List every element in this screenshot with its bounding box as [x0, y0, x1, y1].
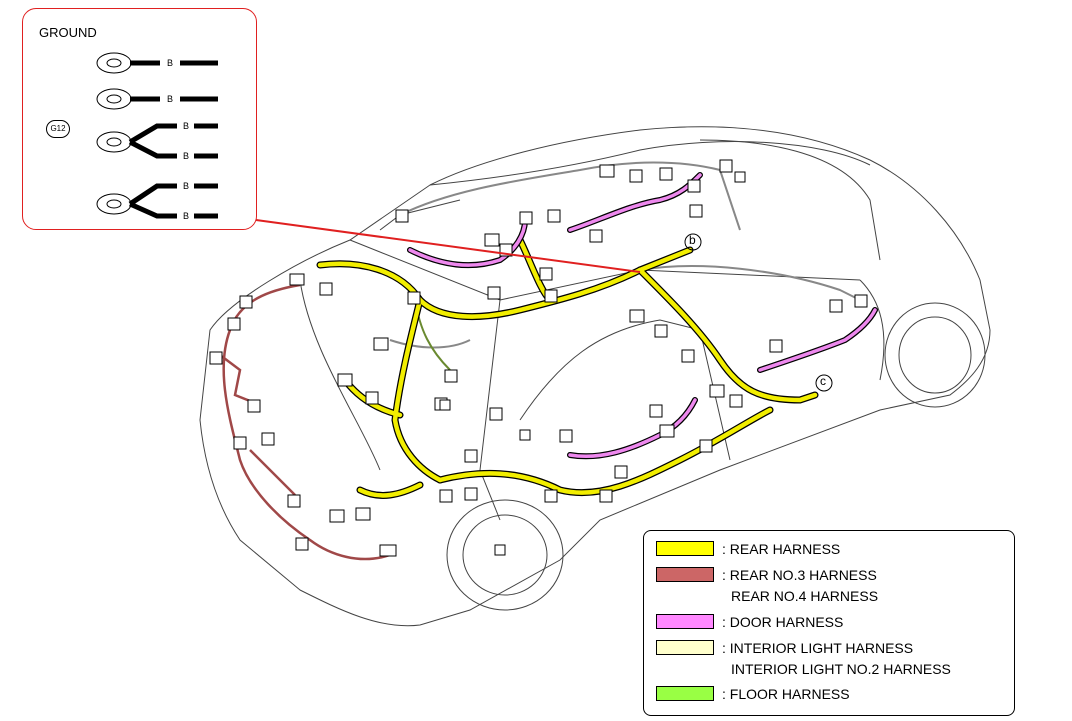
connectors — [209, 159, 868, 557]
callout-markers — [684, 233, 833, 392]
terminal-label-4: B — [183, 151, 190, 161]
legend-label: : INTERIOR LIGHT HARNESS — [722, 640, 914, 656]
legend-label: : REAR HARNESS — [722, 541, 841, 557]
car-body — [199, 126, 991, 627]
ground-terminal-drawings — [96, 52, 218, 219]
callout-c: c — [820, 374, 826, 388]
legend-label: : REAR NO.3 HARNESS — [722, 567, 877, 583]
terminal-label-5: B — [183, 181, 190, 191]
harness-legend: : REAR HARNESS : REAR NO.3 HARNESS REAR … — [643, 530, 1015, 716]
callout-b: b — [689, 233, 696, 247]
interior-light-harness — [389, 161, 861, 349]
terminal-label-1: B — [167, 58, 174, 68]
legend-swatch-interior-light — [656, 640, 714, 655]
legend-swatch-floor — [656, 686, 714, 701]
ground-leader-line — [255, 219, 641, 273]
ground-detail-box: GROUND G12 B B B B B B — [22, 8, 257, 230]
door-harness — [407, 172, 878, 460]
legend-swatch-rear — [656, 541, 714, 556]
ground-title: GROUND — [39, 25, 97, 40]
terminal-label-6: B — [183, 211, 190, 221]
terminal-label-3: B — [183, 121, 190, 131]
legend-label: : DOOR HARNESS — [722, 614, 844, 630]
legend-label-line2: REAR NO.4 HARNESS — [731, 588, 879, 604]
legend-swatch-door — [656, 614, 714, 629]
rear-harness — [316, 236, 819, 499]
terminal-label-2: B — [167, 94, 174, 104]
legend-label: : FLOOR HARNESS — [722, 686, 850, 702]
legend-label-line2: INTERIOR LIGHT NO.2 HARNESS — [731, 661, 951, 677]
ground-connector-id: G12 — [46, 120, 70, 138]
legend-swatch-rear-no3 — [656, 567, 714, 582]
